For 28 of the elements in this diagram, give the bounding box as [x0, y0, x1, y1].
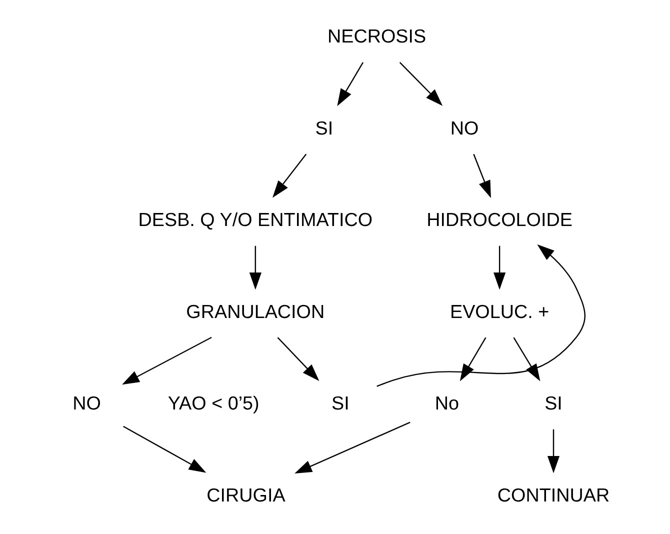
node-text: NO	[450, 118, 479, 140]
arrow	[294, 422, 410, 474]
node-text: SI	[544, 394, 562, 415]
arrow	[249, 246, 262, 290]
node-text: DESB. Q Y/O ENTIMATICO	[138, 210, 373, 232]
arrow	[460, 337, 486, 382]
arrow	[547, 429, 560, 474]
arrow	[337, 62, 364, 106]
node-text: No	[434, 394, 460, 415]
arrow	[123, 426, 206, 473]
node-text: SI	[315, 118, 334, 140]
arrow	[277, 337, 320, 382]
arrow	[494, 246, 506, 290]
node-text: CIRUGIA	[206, 485, 286, 506]
node-text: HIDROCOLOIDE	[426, 210, 572, 232]
arrow	[376, 244, 586, 387]
arrow	[513, 337, 540, 382]
node-text: GRANULACION	[186, 302, 325, 323]
arrow	[272, 154, 307, 198]
node-text: NO	[72, 394, 101, 415]
node-text: EVOLUC. +	[450, 302, 550, 323]
node-text: NECROSIS	[328, 26, 426, 48]
node-label: YAO < 0’5)	[168, 394, 260, 415]
arrow	[122, 336, 212, 385]
node-text: SI	[331, 394, 350, 415]
node-text: CONTINUAR	[497, 485, 610, 506]
arrow	[399, 62, 443, 106]
arrow	[473, 154, 491, 198]
